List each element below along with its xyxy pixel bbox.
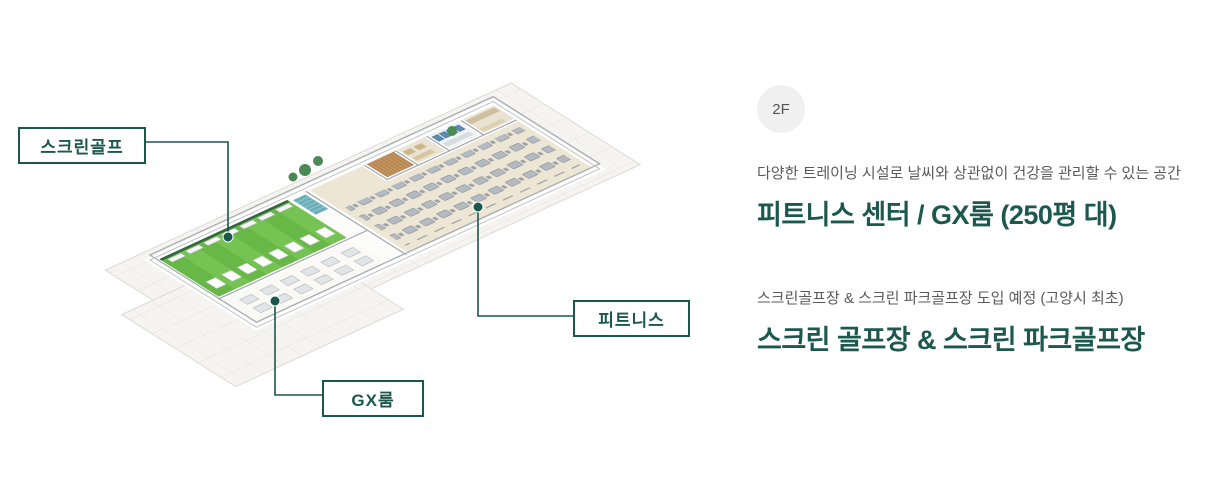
building-walls bbox=[143, 95, 606, 331]
golf-mats bbox=[205, 226, 336, 289]
screen-golf-section-title: 스크린 골프장 & 스크린 파크골프장 bbox=[757, 325, 1145, 355]
screen-golf-section-desc: 스크린골프장 & 스크린 파크골프장 도입 예정 (고양시 최초) bbox=[757, 290, 1124, 307]
leader-line-gx-room bbox=[274, 305, 322, 396]
gym-equipment-rows bbox=[344, 126, 581, 246]
stairs-area bbox=[292, 194, 329, 215]
leader-line-screen-golf bbox=[146, 141, 229, 234]
fitness-area bbox=[309, 105, 593, 253]
leader-dots bbox=[222, 201, 484, 307]
fitness-section-desc: 다양한 트레이닝 시설로 날씨와 상관없이 건강을 관리할 수 있는 공간 bbox=[757, 165, 1181, 182]
marker-dot-fitness bbox=[472, 201, 484, 213]
leader-lines bbox=[146, 141, 573, 396]
wood-slat-wall bbox=[367, 152, 416, 179]
lockers bbox=[464, 107, 500, 125]
interior-walls bbox=[150, 103, 596, 327]
floor-info-panel: 2F 다양한 트레이닝 시설로 날씨와 상관없이 건강을 관리할 수 있는 공간… bbox=[757, 85, 1212, 357]
marker-dot-screen-golf bbox=[222, 231, 234, 243]
golf-net bbox=[159, 199, 290, 261]
plan-label-fitness: 피트니스 bbox=[573, 300, 690, 337]
gx-room-area bbox=[222, 240, 387, 322]
screen-golf-area bbox=[159, 199, 347, 297]
fitness-section-title: 피트니스 센터 / GX룸 (250평 대) bbox=[757, 200, 1117, 230]
floorplan-illustration: 스크린골프 피트니스 GX룸 bbox=[0, 0, 720, 417]
floorplan-svg bbox=[0, 0, 720, 396]
isometric-group bbox=[74, 83, 672, 387]
floor-badge[interactable]: 2F bbox=[757, 85, 805, 133]
marker-dot-gx-room bbox=[269, 295, 281, 307]
plan-label-gx-room: GX룸 bbox=[322, 380, 424, 417]
plan-label-screen-golf: 스크린골프 bbox=[18, 127, 146, 164]
leader-line-fitness bbox=[477, 211, 573, 317]
plants bbox=[288, 126, 457, 182]
